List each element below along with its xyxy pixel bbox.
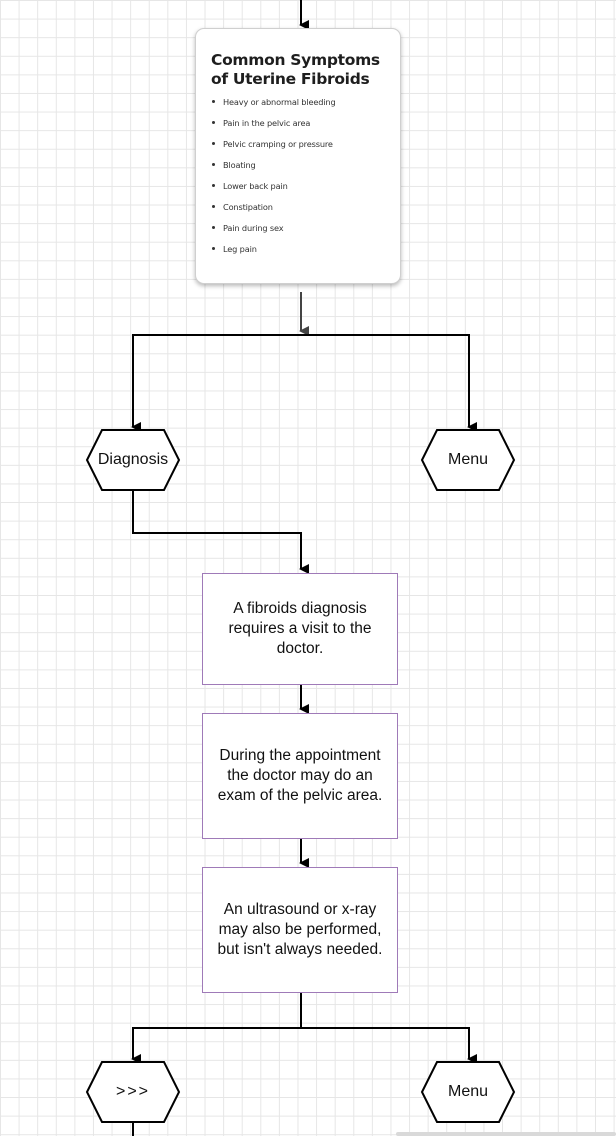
hexagon-next-label: >>> — [115, 1083, 151, 1100]
step-imaging-text: An ultrasound or x-ray may also be perfo… — [217, 901, 383, 958]
connector-diagnosis-step1 — [132, 491, 309, 574]
connector-split-right — [301, 334, 477, 432]
hexagon-menu-bottom[interactable] — [420, 1061, 516, 1123]
hexagon-menu-top[interactable] — [420, 429, 516, 491]
symptom-item: Bloating — [212, 160, 388, 181]
symptom-item: Pain during sex — [212, 223, 388, 244]
step-visit-doctor[interactable]: A fibroids diagnosis requires a visit to… — [202, 573, 398, 685]
symptom-item: Heavy or abnormal bleeding — [212, 97, 388, 118]
step-imaging[interactable]: An ultrasound or x-ray may also be perfo… — [202, 867, 398, 993]
hexagon-diagnosis-label: Diagnosis — [97, 451, 169, 468]
step-pelvic-exam-text: During the appointment the doctor may do… — [217, 747, 383, 804]
connector-split-left — [131, 334, 301, 432]
symptom-item: Leg pain — [212, 244, 388, 265]
hexagon-menu-bottom-label: Menu — [447, 1083, 489, 1100]
step-pelvic-exam[interactable]: During the appointment the doctor may do… — [202, 713, 398, 839]
symptom-item: Pain in the pelvic area — [212, 118, 388, 139]
symptom-item: Lower back pain — [212, 181, 388, 202]
symptoms-list: Heavy or abnormal bleeding Pain in the p… — [211, 97, 388, 265]
symptom-item: Pelvic cramping or pressure — [212, 139, 388, 160]
symptom-item: Constipation — [212, 202, 388, 223]
horizontal-scrollbar[interactable] — [396, 1132, 616, 1136]
hexagon-menu-top-label: Menu — [447, 451, 489, 468]
hexagon-diagnosis[interactable] — [85, 429, 181, 491]
connector-split2-left — [131, 1027, 301, 1064]
step-visit-doctor-text: A fibroids diagnosis requires a visit to… — [228, 600, 372, 657]
connector-split2-right — [301, 1027, 477, 1064]
symptoms-card[interactable]: Common Symptoms of Uterine Fibroids Heav… — [195, 28, 401, 284]
symptoms-card-title: Common Symptoms of Uterine Fibroids — [211, 51, 380, 88]
hexagon-next[interactable] — [85, 1061, 181, 1123]
